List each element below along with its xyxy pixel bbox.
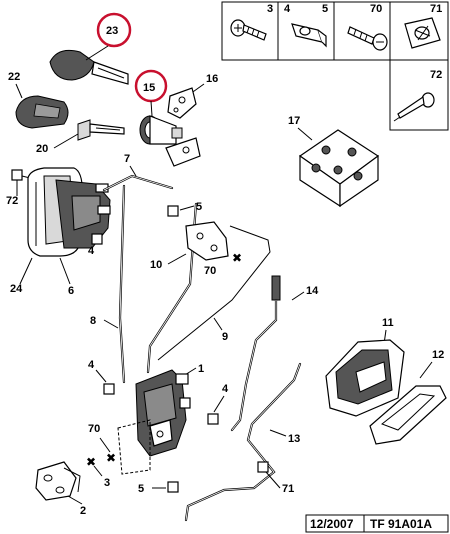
callout-16: 16: [206, 73, 218, 85]
footer-reference: TF 91A01A: [370, 517, 432, 531]
linkage-plate: [165, 137, 201, 167]
x-mark-icon: ✖: [86, 455, 96, 469]
fastener-table: 3 4 5 70 71 72: [221, 1, 449, 131]
striker-2: [35, 461, 81, 501]
callout-70: 70: [204, 265, 216, 277]
callout-71: 71: [282, 483, 294, 495]
callout-23: 23: [106, 25, 118, 37]
callout-9: 9: [222, 331, 228, 343]
callout-24: 24: [10, 283, 23, 295]
clip-71-icon: [404, 17, 441, 49]
callout-11: 11: [382, 317, 394, 329]
callout-72: 72: [430, 69, 442, 81]
footer-date: 12/2007: [310, 517, 354, 531]
callout-7: 7: [124, 153, 130, 165]
callout-20: 20: [36, 143, 48, 155]
callout-15: 15: [143, 82, 155, 94]
callout-22: 22: [8, 71, 20, 83]
callout-4: 4: [222, 383, 229, 395]
cable-end: [271, 275, 281, 301]
callout-72: 72: [6, 195, 18, 207]
cover-17: [298, 129, 380, 208]
x-mark-icon: ✖: [106, 451, 116, 465]
callout-8: 8: [90, 315, 96, 327]
callout-10: 10: [150, 259, 162, 271]
callout-4: 4: [88, 359, 95, 371]
rivet-72-icon: [393, 92, 435, 122]
callout-4: 4: [284, 3, 291, 15]
reference-box: 12/2007 TF 91A01A: [305, 514, 449, 533]
clip-5-icon: [291, 23, 327, 48]
remote-22: [15, 95, 69, 129]
callout-6: 6: [68, 285, 74, 297]
callout-4: 4: [88, 245, 95, 257]
lock-cylinder-15: [139, 115, 183, 145]
key-23: [49, 49, 129, 85]
callout-70: 70: [88, 423, 100, 435]
highlight-circle: [96, 12, 132, 48]
callout-17: 17: [288, 115, 300, 127]
screw-70-icon: [347, 26, 388, 51]
callout-3: 3: [104, 477, 110, 489]
callout-12: 12: [432, 349, 444, 361]
callout-3: 3: [267, 3, 273, 15]
callout-13: 13: [288, 433, 300, 445]
callout-5: 5: [196, 201, 202, 213]
callout-14: 14: [306, 285, 319, 297]
door-lock-1: [135, 369, 191, 457]
callout-70: 70: [370, 3, 382, 15]
handle-mechanism-6: [55, 179, 111, 249]
handle-bezel-12: [369, 385, 447, 445]
callout-1: 1: [198, 363, 204, 375]
bracket-10: [185, 221, 229, 261]
key-blade-20: [77, 119, 125, 141]
screw-3-icon: [230, 19, 267, 41]
callout-71: 71: [430, 3, 442, 15]
lever-16: [167, 87, 197, 119]
callout-5: 5: [322, 3, 328, 15]
inner-handle-11: [325, 339, 405, 417]
callout-2: 2: [80, 505, 86, 517]
x-mark-icon: ✖: [232, 251, 242, 265]
callout-5: 5: [138, 483, 144, 495]
